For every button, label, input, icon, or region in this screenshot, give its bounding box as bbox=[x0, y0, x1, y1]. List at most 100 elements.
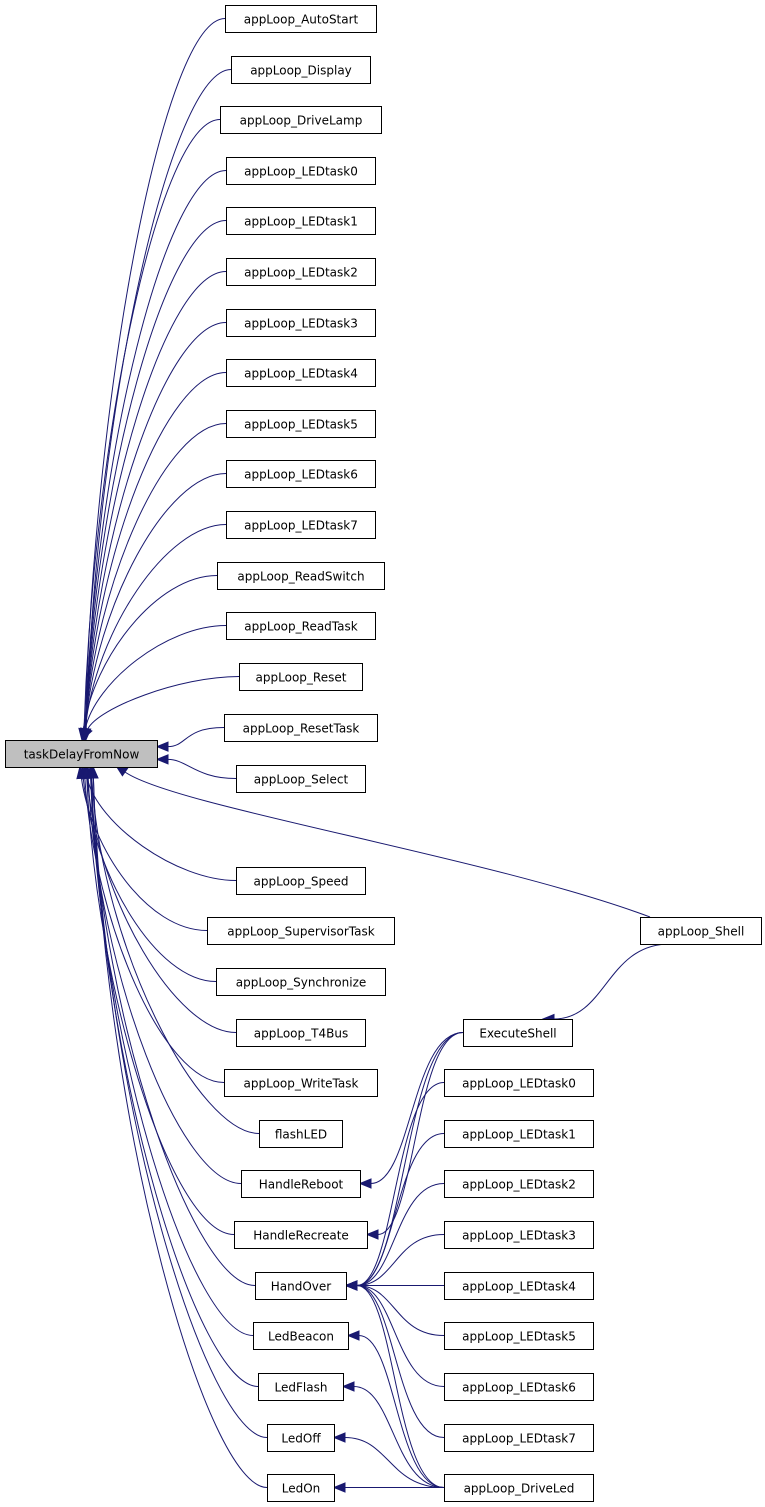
node-apploop-readswitch[interactable]: appLoop_ReadSwitch bbox=[217, 562, 385, 590]
node-box bbox=[220, 106, 382, 134]
node-apploop-reset[interactable]: appLoop_Reset bbox=[239, 663, 363, 691]
node-apploop-ledtask3-caller[interactable]: appLoop_LEDtask3 bbox=[444, 1221, 594, 1249]
node-ledon[interactable]: LedOn bbox=[267, 1474, 335, 1502]
node-ledoff[interactable]: LedOff bbox=[267, 1424, 335, 1452]
node-apploop-ledtask5[interactable]: appLoop_LEDtask5 bbox=[226, 410, 376, 438]
node-apploop-resettask[interactable]: appLoop_ResetTask bbox=[224, 714, 378, 742]
edge-ledbeacon-to-taskdelayfromnow bbox=[85, 765, 254, 1336]
node-apploop-select[interactable]: appLoop_Select bbox=[236, 765, 366, 793]
arrowhead bbox=[155, 754, 169, 765]
node-box bbox=[226, 511, 376, 539]
node-label: appLoop_LEDtask7 bbox=[462, 1432, 576, 1446]
edge-apploop-ledtask1-to-handover bbox=[344, 1133, 445, 1291]
node-taskdelayfromnow[interactable]: taskDelayFromNow bbox=[5, 740, 158, 768]
node-apploop-ledtask2-caller[interactable]: appLoop_LEDtask2 bbox=[444, 1170, 594, 1198]
node-box bbox=[255, 1272, 347, 1300]
node-box bbox=[239, 663, 363, 691]
edge-apploop-select-to-taskdelayfromnow bbox=[155, 754, 237, 779]
node-apploop-ledtask1-caller[interactable]: appLoop_LEDtask1 bbox=[444, 1120, 594, 1148]
edge-executeshell-to-handlereboot bbox=[358, 1032, 464, 1189]
node-apploop-shell[interactable]: appLoop_Shell bbox=[640, 917, 762, 945]
node-label: appLoop_DriveLamp bbox=[240, 114, 363, 128]
node-label: appLoop_LEDtask1 bbox=[462, 1128, 576, 1142]
node-label: appLoop_LEDtask4 bbox=[244, 367, 358, 381]
edge-apploop-shell-to-taskdelayfromnow bbox=[114, 764, 651, 918]
call-edges bbox=[76, 18, 671, 1493]
node-label: HandleRecreate bbox=[253, 1229, 349, 1243]
node-apploop-ledtask0-caller[interactable]: appLoop_LEDtask0 bbox=[444, 1069, 594, 1097]
node-box bbox=[225, 5, 377, 33]
node-label: appLoop_ReadSwitch bbox=[237, 570, 364, 584]
node-box bbox=[226, 410, 376, 438]
arrowhead bbox=[332, 1432, 346, 1443]
edge-ledon-to-taskdelayfromnow bbox=[88, 765, 268, 1488]
node-apploop-driveled-caller[interactable]: appLoop_DriveLed bbox=[444, 1474, 594, 1502]
node-box bbox=[258, 1373, 344, 1401]
node-handover[interactable]: HandOver bbox=[255, 1272, 347, 1300]
node-box bbox=[226, 612, 376, 640]
node-apploop-display[interactable]: appLoop_Display bbox=[231, 56, 371, 84]
node-box bbox=[241, 1170, 361, 1198]
edge-apploop-resettask-to-taskdelayfromnow bbox=[155, 727, 225, 752]
node-apploop-speed[interactable]: appLoop_Speed bbox=[236, 867, 366, 895]
node-apploop-ledtask7[interactable]: appLoop_LEDtask7 bbox=[226, 511, 376, 539]
node-apploop-ledtask2[interactable]: appLoop_LEDtask2 bbox=[226, 258, 376, 286]
node-label: HandOver bbox=[271, 1280, 332, 1294]
node-label: appLoop_T4Bus bbox=[254, 1027, 348, 1041]
edge-apploop-ledtask0-to-taskdelayfromnow bbox=[79, 170, 227, 742]
node-apploop-ledtask4[interactable]: appLoop_LEDtask4 bbox=[226, 359, 376, 387]
node-apploop-readtask[interactable]: appLoop_ReadTask bbox=[226, 612, 376, 640]
node-box bbox=[444, 1069, 594, 1097]
arrowhead bbox=[358, 1178, 372, 1189]
node-apploop-ledtask7-caller[interactable]: appLoop_LEDtask7 bbox=[444, 1424, 594, 1452]
node-box bbox=[444, 1424, 594, 1452]
node-apploop-ledtask4-caller[interactable]: appLoop_LEDtask4 bbox=[444, 1272, 594, 1300]
node-box bbox=[444, 1474, 594, 1502]
node-box bbox=[224, 1069, 378, 1097]
node-label: flashLED bbox=[275, 1128, 327, 1142]
node-label: appLoop_LEDtask0 bbox=[244, 165, 358, 179]
edge-apploop-ledtask6-to-taskdelayfromnow bbox=[80, 473, 227, 742]
node-apploop-ledtask0[interactable]: appLoop_LEDtask0 bbox=[226, 157, 376, 185]
node-apploop-drivelamp[interactable]: appLoop_DriveLamp bbox=[220, 106, 382, 134]
node-handlereboot[interactable]: HandleReboot bbox=[241, 1170, 361, 1198]
node-box bbox=[226, 157, 376, 185]
edge-apploop-driveled-to-handover bbox=[344, 1280, 445, 1488]
node-apploop-autostart[interactable]: appLoop_AutoStart bbox=[225, 5, 377, 33]
edge-apploop-readtask-to-taskdelayfromnow bbox=[80, 625, 227, 742]
edge-handover-to-taskdelayfromnow bbox=[85, 765, 256, 1286]
node-apploop-ledtask6[interactable]: appLoop_LEDtask6 bbox=[226, 460, 376, 488]
node-apploop-ledtask1[interactable]: appLoop_LEDtask1 bbox=[226, 207, 376, 235]
edge-apploop-writetask-to-taskdelayfromnow bbox=[79, 765, 225, 1083]
node-executeshell[interactable]: ExecuteShell bbox=[463, 1019, 573, 1047]
node-flashled[interactable]: flashLED bbox=[259, 1120, 343, 1148]
edge-apploop-ledtask1-to-taskdelayfromnow bbox=[79, 220, 227, 742]
node-ledflash[interactable]: LedFlash bbox=[258, 1373, 344, 1401]
node-apploop-supervisortask[interactable]: appLoop_SupervisorTask bbox=[207, 917, 395, 945]
node-apploop-ledtask6-caller[interactable]: appLoop_LEDtask6 bbox=[444, 1373, 594, 1401]
node-label: LedOff bbox=[281, 1432, 321, 1446]
node-box bbox=[226, 460, 376, 488]
node-label: appLoop_WriteTask bbox=[244, 1077, 359, 1091]
node-label: appLoop_ReadTask bbox=[244, 620, 357, 634]
node-box bbox=[267, 1474, 335, 1502]
node-apploop-synchronize[interactable]: appLoop_Synchronize bbox=[216, 968, 386, 996]
node-box bbox=[236, 765, 366, 793]
node-label: appLoop_Select bbox=[254, 773, 349, 787]
node-label: appLoop_LEDtask2 bbox=[244, 266, 358, 280]
node-box bbox=[226, 207, 376, 235]
node-label: appLoop_LEDtask3 bbox=[462, 1229, 576, 1243]
node-box bbox=[224, 714, 378, 742]
node-ledbeacon[interactable]: LedBeacon bbox=[253, 1322, 349, 1350]
node-apploop-ledtask3[interactable]: appLoop_LEDtask3 bbox=[226, 309, 376, 337]
node-apploop-t4bus[interactable]: appLoop_T4Bus bbox=[236, 1019, 366, 1047]
node-apploop-ledtask5-caller[interactable]: appLoop_LEDtask5 bbox=[444, 1322, 594, 1350]
arrowhead bbox=[332, 1482, 346, 1493]
node-handlerecreate[interactable]: HandleRecreate bbox=[234, 1221, 368, 1249]
node-box bbox=[217, 562, 385, 590]
node-box bbox=[207, 917, 395, 945]
edge-apploop-ledtask7-to-handover bbox=[344, 1280, 445, 1438]
node-box bbox=[444, 1272, 594, 1300]
node-box bbox=[226, 309, 376, 337]
node-apploop-writetask[interactable]: appLoop_WriteTask bbox=[224, 1069, 378, 1097]
